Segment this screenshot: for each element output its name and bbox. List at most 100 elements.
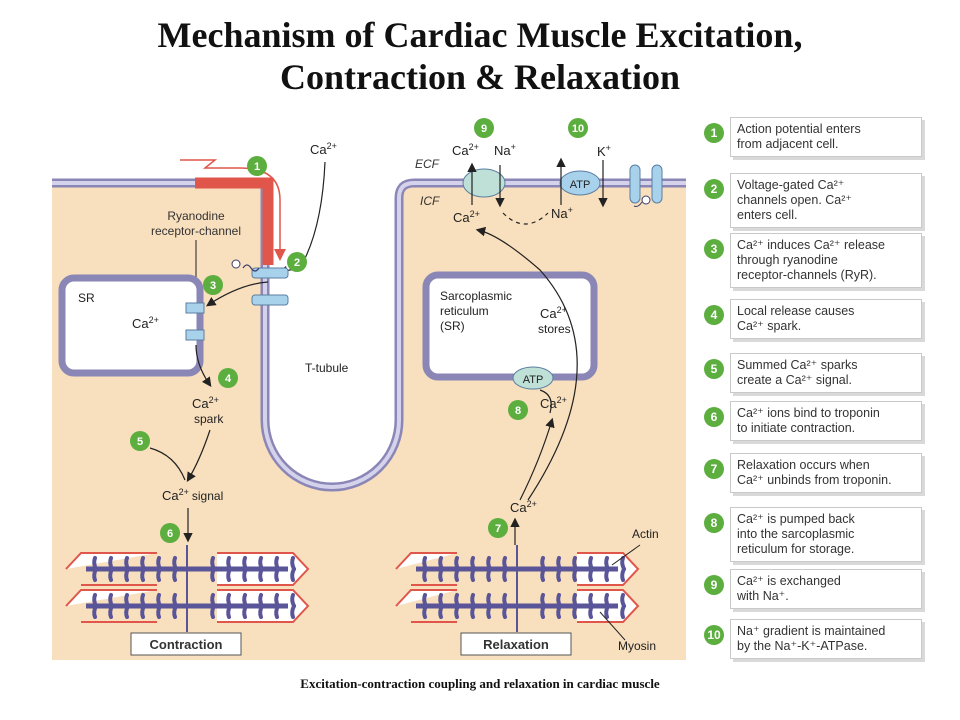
na-pump-label: Na+ <box>551 205 573 221</box>
myosin-head <box>422 604 428 619</box>
na-exchanger-top: Na+ <box>494 142 516 158</box>
k-channel-gate <box>641 195 651 205</box>
svg-text:8: 8 <box>515 405 521 417</box>
t-tubule-lumen <box>265 183 399 487</box>
sarcomere-relaxation <box>395 545 640 632</box>
page-title: Mechanism of Cardiac Muscle Excitation, … <box>0 14 960 98</box>
myosin-pointer <box>599 611 626 641</box>
diagram-step-badge: 4 <box>218 368 238 388</box>
ca-stores-label: Ca2+ <box>540 305 567 321</box>
myosin-head <box>604 604 610 619</box>
ca-to-serca-arrow <box>519 417 555 501</box>
sarco-label-3: (SR) <box>440 319 465 333</box>
step-number-badge: 2 <box>704 179 724 199</box>
sr-right <box>422 271 598 381</box>
ca-trigger-arrow <box>205 281 269 307</box>
myosin-head <box>438 604 444 619</box>
sr-label: SR <box>78 291 95 305</box>
step-item: 7 Relaxation occurs when Ca²⁺ unbinds fro… <box>704 453 922 493</box>
myosin-head <box>210 604 216 619</box>
sarco-label-2: reticulum <box>440 304 489 318</box>
myosin-head <box>502 567 508 582</box>
na-k-atpase <box>559 170 601 196</box>
actin-label: Actin <box>632 527 659 541</box>
step-number-badge: 9 <box>704 575 724 595</box>
relaxation-box <box>460 632 572 656</box>
spark-label: spark <box>194 412 224 426</box>
atp-pump-label: ATP <box>570 179 591 191</box>
myosin-head <box>92 604 98 619</box>
myosin-head <box>242 567 248 582</box>
action-potential-arrow <box>180 159 286 261</box>
svg-text:1: 1 <box>254 161 260 173</box>
sarco-label-1: Sarcoplasmic <box>440 289 512 303</box>
l-type-channel-bottom <box>251 294 289 306</box>
diagram-step-badge: 10 <box>568 118 588 138</box>
myosin-label: Myosin <box>618 639 656 653</box>
ca-relax-label: Ca2+ <box>510 499 537 515</box>
myosin-head <box>156 604 162 619</box>
step-number-badge: 4 <box>704 305 724 325</box>
step-description: Voltage-gated Ca²⁺ channels open. Ca²⁺ e… <box>730 173 922 228</box>
actin-filament-outline <box>395 589 640 623</box>
myosin-head <box>486 567 492 582</box>
diagram-step-badge: 5 <box>130 431 150 451</box>
diagram-step-badge: 7 <box>488 518 508 538</box>
myosin-head <box>140 567 146 582</box>
contraction-box <box>130 632 242 656</box>
myosin-head <box>486 604 492 619</box>
step-item: 2 Voltage-gated Ca²⁺ channels open. Ca²⁺ … <box>704 173 922 228</box>
myosin-head <box>108 567 114 582</box>
svg-text:7: 7 <box>495 523 501 535</box>
step-description: Relaxation occurs when Ca²⁺ unbinds from… <box>730 453 922 493</box>
myosin-head <box>588 604 594 619</box>
step-description: Summed Ca²⁺ sparks create a Ca²⁺ signal. <box>730 353 922 393</box>
myosin-head <box>572 567 578 582</box>
myosin-head <box>502 604 508 619</box>
step-description: Ca²⁺ ions bind to troponin to initiate c… <box>730 401 922 441</box>
myosin-head <box>274 604 280 619</box>
myosin-head <box>124 567 130 582</box>
figure-caption: Excitation-contraction coupling and rela… <box>300 676 660 691</box>
myosin-head <box>226 567 232 582</box>
myosin-head <box>438 567 444 582</box>
k-channel-left <box>629 164 641 204</box>
actin-filament-outline <box>395 552 640 586</box>
step-number-badge: 6 <box>704 407 724 427</box>
myosin-head <box>540 604 546 619</box>
step-description: Ca²⁺ is exchanged with Na⁺. <box>730 569 922 609</box>
actin-pointer <box>611 544 641 566</box>
voltage-sensor-head <box>231 259 241 269</box>
myosin-head <box>242 604 248 619</box>
serca-uptake-arrow <box>539 389 552 414</box>
voltage-sensor <box>242 264 260 272</box>
diagram-step-badge: 6 <box>160 523 180 543</box>
ryr-channel-top <box>185 302 205 314</box>
ca-sr-label: Ca2+ <box>132 315 159 331</box>
step-number-badge: 7 <box>704 459 724 479</box>
svg-text:3: 3 <box>210 280 216 292</box>
myosin-head <box>156 567 162 582</box>
myosin-head <box>226 604 232 619</box>
step-number-badge: 5 <box>704 359 724 379</box>
ca-to-exchanger-arrow <box>475 226 578 501</box>
myosin-head <box>604 567 610 582</box>
k-pump-label: K+ <box>597 143 611 159</box>
k-channel-tail <box>633 201 643 207</box>
myosin-head <box>454 567 460 582</box>
myosin-head <box>290 567 296 582</box>
ca-signal-label: Ca2+signal <box>162 487 223 503</box>
myosin-head <box>470 604 476 619</box>
step-number-badge: 1 <box>704 123 724 143</box>
myosin-head <box>540 567 546 582</box>
contraction-label: Contraction <box>150 637 223 652</box>
diagram-step-badge: 1 <box>247 156 267 176</box>
ca-release-arrow <box>195 344 212 387</box>
ryr-label-1: Ryanodine <box>167 209 225 223</box>
myosin-head <box>124 604 130 619</box>
myosin-head <box>92 567 98 582</box>
